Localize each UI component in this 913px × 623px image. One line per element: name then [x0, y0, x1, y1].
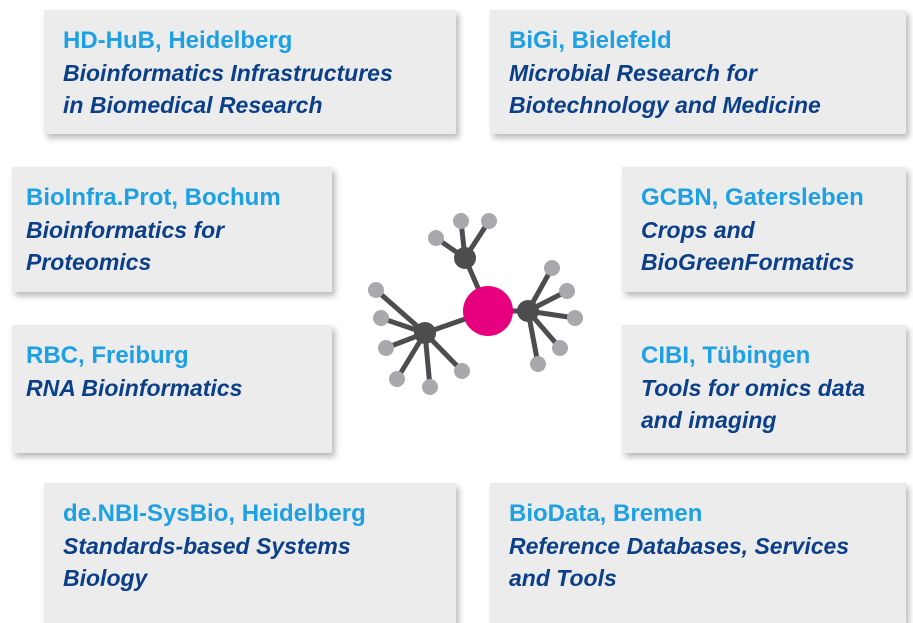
network-inner-node — [517, 300, 539, 322]
center-card-bioinfra-prot: BioInfra.Prot, Bochum Bioinformatics for… — [12, 167, 332, 292]
center-name: de.NBI-SysBio, Heidelberg — [63, 500, 366, 527]
center-name: BioData, Bremen — [509, 500, 703, 527]
network-inner-node — [454, 247, 476, 269]
network-leaf-node — [567, 310, 583, 326]
center-topic-line: and Tools — [509, 565, 617, 591]
center-topic-line: Reference Databases, Services — [509, 533, 850, 559]
network-leaf-node — [481, 213, 497, 229]
network-leaf-node — [544, 260, 560, 276]
center-name: BioInfra.Prot, Bochum — [26, 184, 281, 211]
center-topic-line: Bioinformatics for — [26, 217, 225, 243]
network-leaf-node — [428, 230, 444, 246]
network-leaf-node — [559, 283, 575, 299]
network-leaf-node — [422, 379, 438, 395]
center-topic-line: Biotechnology and Medicine — [509, 92, 821, 118]
network-leaf-node — [530, 356, 546, 372]
center-topic-line: Microbial Research for — [509, 60, 757, 86]
center-card-cibi: CIBI, Tübingen Tools for omics data and … — [622, 325, 906, 453]
network-leaf-node — [552, 340, 568, 356]
network-leaf-node — [378, 340, 394, 356]
center-name: RBC, Freiburg — [26, 342, 189, 369]
center-name: BiGi, Bielefeld — [509, 27, 672, 54]
center-topic-line: Standards-based Systems — [63, 533, 351, 559]
network-leaf-node — [373, 310, 389, 326]
center-card-gcbn: GCBN, Gatersleben Crops and BioGreenForm… — [622, 167, 906, 292]
center-topic-line: Crops and — [641, 217, 755, 243]
center-name: GCBN, Gatersleben — [641, 184, 864, 211]
network-leaf-node — [453, 213, 469, 229]
center-card-rbc: RBC, Freiburg RNA Bioinformatics — [12, 325, 332, 453]
center-card-bigi: BiGi, Bielefeld Microbial Research for B… — [490, 10, 906, 134]
center-name: HD-HuB, Heidelberg — [63, 27, 293, 54]
center-topic-line: Tools for omics data — [641, 375, 866, 401]
center-name: CIBI, Tübingen — [641, 342, 811, 369]
center-card-hd-hub: HD-HuB, Heidelberg Bioinformatics Infras… — [44, 10, 456, 134]
network-inner-node — [414, 322, 436, 344]
network-leaf-node — [389, 371, 405, 387]
center-topic-line: Proteomics — [26, 249, 152, 275]
center-topic-line: Biology — [63, 565, 148, 591]
network-hub-node — [463, 286, 513, 336]
center-topic-line: and imaging — [641, 407, 777, 433]
network-graph-icon — [368, 213, 583, 395]
center-card-biodata: BioData, Bremen Reference Databases, Ser… — [490, 483, 906, 623]
center-topic-line: RNA Bioinformatics — [26, 375, 243, 401]
center-topic-line: in Biomedical Research — [63, 92, 323, 118]
network-leaf-node — [368, 282, 384, 298]
center-topic-line: Bioinformatics Infrastructures — [63, 60, 393, 86]
network-leaf-node — [454, 363, 470, 379]
center-card-denbi-sysbio: de.NBI-SysBio, Heidelberg Standards-base… — [44, 483, 456, 623]
center-topic-line: BioGreenFormatics — [641, 249, 855, 275]
